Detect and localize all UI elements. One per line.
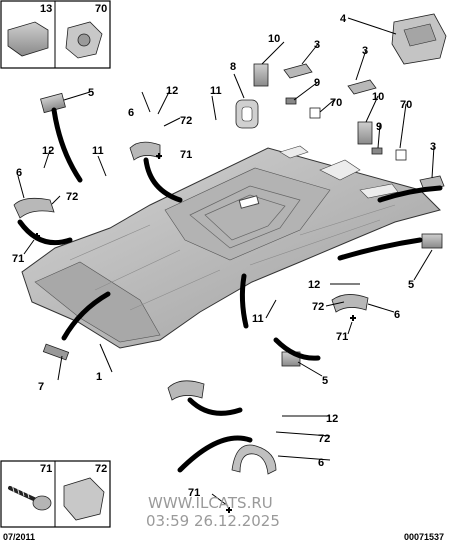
lamp-part-5a [421, 233, 443, 249]
callout-72d: 72 [318, 433, 330, 445]
foam-pad-part [7, 21, 49, 57]
callout-1: 1 [96, 371, 102, 383]
callout-5a: 5 [88, 87, 94, 99]
callout-10a: 10 [268, 33, 280, 45]
callout-70b: 70 [400, 99, 412, 111]
grommet-part-9a [285, 97, 297, 105]
callout-71b: 71 [12, 253, 24, 265]
callout-11b: 11 [92, 145, 104, 157]
callout-12d: 12 [326, 413, 338, 425]
lamp-part-3b [347, 79, 377, 95]
parts [13, 13, 447, 513]
callout-71d: 71 [188, 487, 200, 499]
callout-6c: 6 [394, 309, 400, 321]
callout-6b: 6 [16, 167, 22, 179]
callout-72b: 72 [66, 191, 78, 203]
callout-labels: 1 3 3 3 4 5 5 5 6 6 6 6 7 8 9 9 10 10 11… [12, 13, 436, 499]
callout-7: 7 [38, 381, 44, 393]
callout-8: 8 [230, 61, 236, 73]
callout-70a: 70 [330, 97, 342, 109]
screw-mark-71d [226, 507, 232, 513]
handle-part-upper [129, 141, 161, 161]
handle-part-lower [167, 380, 205, 401]
inset-box-bottom: 71 72 [0, 460, 111, 528]
watermark-site: WWW.ILCATS.RU [148, 494, 273, 512]
callout-5b: 5 [408, 279, 414, 291]
handle-part-left [13, 197, 55, 219]
callout-4: 4 [340, 13, 347, 25]
callout-12a: 12 [166, 85, 178, 97]
pad-part-10b [357, 121, 373, 145]
callout-3c: 3 [430, 141, 436, 153]
callout-12c: 12 [308, 279, 320, 291]
inset-label-71: 71 [40, 463, 52, 475]
callout-12b: 12 [42, 145, 54, 157]
strip-part-7 [42, 343, 70, 361]
inset-label-70: 70 [95, 3, 107, 15]
callout-9a: 9 [314, 77, 320, 89]
grommet-part-9b [371, 147, 383, 155]
clip-part-70b [395, 149, 407, 161]
clip-nut-part [63, 477, 105, 521]
footer-ref: 00071537 [404, 532, 444, 542]
wire-loops [17, 107, 443, 473]
callout-5c: 5 [322, 375, 328, 387]
screw-mark-71b [156, 153, 162, 159]
inset-label-72: 72 [95, 463, 107, 475]
callout-3b: 3 [362, 45, 368, 57]
pad-part-10a [253, 63, 269, 87]
callout-10b: 10 [372, 91, 384, 103]
callout-6d: 6 [318, 457, 324, 469]
callout-72a: 72 [180, 115, 192, 127]
footer-date: 07/2011 [3, 532, 35, 542]
lamp-part-3a [283, 63, 313, 79]
callout-9b: 9 [376, 121, 382, 133]
callout-72c: 72 [312, 301, 324, 313]
screw-part [8, 483, 52, 511]
callout-11c: 11 [252, 313, 264, 325]
screw-mark-71c [350, 315, 356, 321]
watermark-stamp: 03:59 26.12.2025 [146, 512, 280, 530]
leader-lines [17, 17, 435, 507]
callout-11a: 11 [210, 85, 222, 97]
inset-label-13: 13 [40, 3, 52, 15]
callout-3a: 3 [314, 39, 320, 51]
handle-part-right [331, 294, 369, 313]
clip-part-70a [309, 107, 321, 119]
handle-part-bottom [231, 444, 277, 475]
callout-71c: 71 [336, 331, 348, 343]
callout-6a: 6 [128, 107, 134, 119]
inset-box-top: 13 70 [0, 0, 111, 69]
callout-71a: 71 [180, 149, 192, 161]
